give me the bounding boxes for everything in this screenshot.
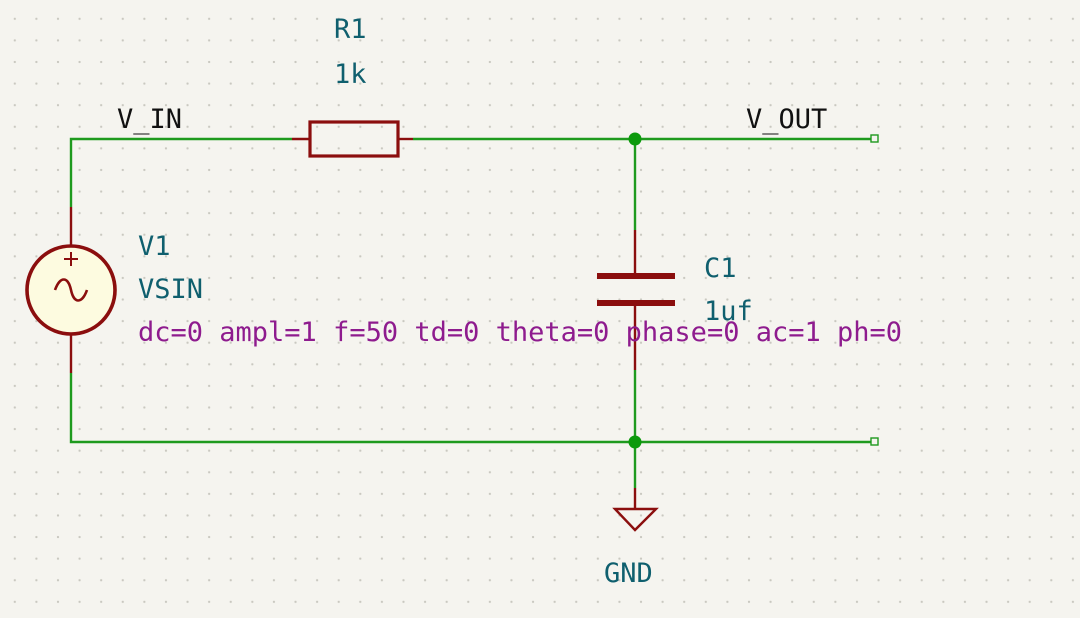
net-label-v-in[interactable]: V_IN	[117, 104, 183, 135]
capacitor-c1[interactable]	[597, 230, 675, 370]
capacitor-reference[interactable]: C1	[704, 253, 737, 284]
wires	[69, 137, 874, 488]
wire-ground-rail[interactable]	[69, 373, 874, 444]
junction-ground	[628, 435, 642, 449]
sine-wave-icon	[53, 278, 89, 302]
junction-output	[628, 132, 642, 146]
source-parameters[interactable]: dc=0 ampl=1 f=50 td=0 theta=0 phase=0 ac…	[138, 317, 903, 348]
ground-triangle-icon	[612, 507, 659, 532]
resistor-reference[interactable]: R1	[334, 14, 367, 45]
voltage-source-v1[interactable]	[25, 207, 117, 373]
wire-vin[interactable]	[69, 137, 292, 207]
net-label-gnd[interactable]: GND	[604, 558, 653, 589]
net-label-v-out[interactable]: V_OUT	[746, 104, 828, 135]
plus-icon	[64, 252, 78, 266]
wire-end-ground[interactable]	[870, 437, 879, 446]
resistor-r1[interactable]	[292, 120, 413, 158]
ground-symbol[interactable]	[612, 488, 659, 532]
source-value[interactable]: VSIN	[138, 274, 204, 305]
wire-end-output[interactable]	[870, 134, 879, 143]
resistor-body	[308, 120, 400, 158]
capacitor-value[interactable]: 1uf	[704, 296, 753, 327]
source-reference[interactable]: V1	[138, 231, 171, 262]
resistor-value[interactable]: 1k	[334, 59, 367, 90]
